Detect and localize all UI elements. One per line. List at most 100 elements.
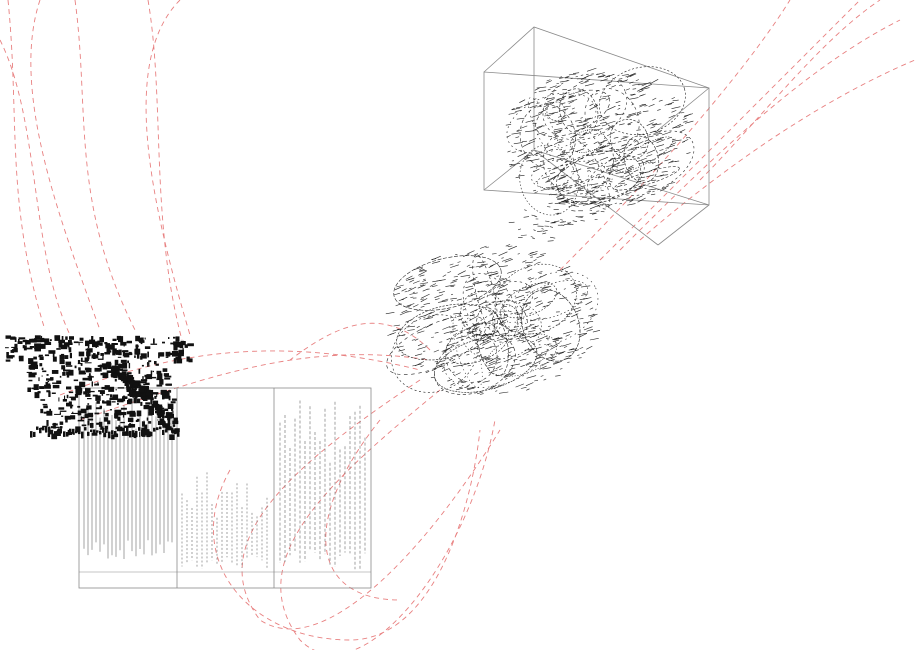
- center-form-stroke: [521, 340, 527, 343]
- raster-pixel: [34, 347, 41, 352]
- boxed-form-stroke: [642, 134, 645, 136]
- center-form-stroke: [504, 371, 514, 376]
- center-form-stroke: [579, 298, 588, 300]
- center-form-stroke: [589, 307, 594, 310]
- boxed-form-stroke: [598, 142, 603, 144]
- center-form-stroke: [511, 367, 516, 370]
- center-form-stroke: [417, 346, 426, 350]
- boxed-form-stroke: [552, 106, 559, 109]
- boxed-form-stroke: [635, 187, 642, 190]
- raster-pixel: [100, 353, 104, 356]
- center-form-stroke: [472, 282, 479, 285]
- raster-pixel: [58, 407, 65, 410]
- center-form-stroke: [459, 380, 465, 383]
- center-form-stroke: [479, 310, 483, 313]
- boxed-form-stroke: [601, 124, 608, 127]
- raster-pixel: [99, 364, 102, 370]
- center-form-stroke: [535, 346, 542, 350]
- boxed-form-stroke: [519, 99, 526, 103]
- raster-pixel: [55, 426, 60, 429]
- center-form-stroke: [401, 354, 405, 356]
- fragment-stroke: [559, 221, 565, 223]
- raster-pixel: [106, 347, 111, 353]
- center-form-stroke: [500, 283, 508, 289]
- fragment-stroke: [532, 237, 535, 240]
- boxed-form-stroke: [544, 114, 552, 117]
- raster-pixel: [68, 391, 74, 394]
- boxed-form-stroke: [605, 97, 610, 101]
- center-form-stroke: [498, 251, 508, 256]
- center-form-stroke: [426, 315, 432, 319]
- raster-pixel: [116, 403, 119, 405]
- center-form-stroke: [508, 329, 516, 332]
- raster-pixel: [120, 376, 124, 382]
- boxed-form-stroke: [672, 99, 679, 102]
- boxed-form-stroke: [515, 110, 522, 112]
- center-form-stroke: [472, 326, 480, 331]
- boxed-form-stroke: [622, 160, 626, 164]
- center-form-stroke: [555, 375, 561, 377]
- center-form-stroke: [563, 346, 568, 348]
- center-form-stroke: [577, 354, 580, 356]
- center-form-stroke: [504, 378, 508, 380]
- center-form-stroke: [495, 358, 501, 362]
- raster-pixel: [175, 356, 182, 360]
- center-form-stroke: [420, 298, 424, 300]
- raster-pixel: [180, 340, 185, 344]
- raster-pixel: [169, 414, 174, 419]
- center-form-stroke: [419, 274, 425, 277]
- center-form-stroke: [456, 335, 466, 339]
- center-form-stroke: [462, 305, 466, 308]
- raster-pixel: [42, 425, 48, 427]
- center-form-stroke: [475, 265, 485, 268]
- center-form-stroke: [526, 388, 530, 391]
- boxed-form-stroke: [568, 95, 577, 99]
- boxed-form-stroke: [605, 203, 613, 208]
- center-form-stroke: [492, 317, 501, 321]
- boxed-form-stroke: [597, 176, 604, 179]
- center-form-stroke: [459, 303, 464, 305]
- fragment-stroke: [550, 236, 556, 239]
- boxed-form-stroke: [554, 175, 558, 178]
- boxed-form-stroke: [615, 171, 624, 174]
- raster-pixel: [99, 391, 105, 394]
- raster-pixel: [128, 379, 131, 384]
- raster-pixel: [68, 343, 70, 350]
- boxed-form-stroke: [637, 178, 641, 181]
- raster-pixel: [145, 402, 151, 405]
- boxed-form-stroke: [515, 176, 520, 179]
- raster-pixel: [121, 350, 129, 353]
- dashed-path: [699, 0, 881, 181]
- center-form-stroke: [510, 363, 520, 366]
- center-form-stroke: [485, 346, 492, 350]
- raster-pixel: [87, 344, 90, 349]
- raster-pixel: [160, 413, 164, 417]
- raster-pixel: [34, 343, 41, 350]
- center-form-stroke: [535, 302, 544, 307]
- boxed-form-stroke: [557, 121, 564, 123]
- center-form-stroke: [536, 254, 545, 259]
- center-form-stroke: [545, 337, 550, 339]
- center-form-stroke: [516, 317, 523, 321]
- center-form-stroke: [542, 305, 546, 308]
- center-form-stroke: [496, 275, 500, 277]
- raster-pixel: [123, 431, 126, 435]
- raster-pixel: [145, 389, 151, 396]
- boxed-form-stroke: [686, 152, 691, 154]
- boxed-form-stroke: [556, 185, 560, 187]
- raster-pixel: [120, 359, 127, 363]
- boxed-form-stroke: [543, 103, 551, 108]
- boxed-form-stroke: [671, 106, 681, 109]
- boxed-form-stroke: [568, 73, 577, 76]
- center-form-stroke: [552, 339, 560, 342]
- boxed-form-stroke: [684, 120, 694, 124]
- raster-pixel: [112, 394, 119, 401]
- boxed-form-stroke: [654, 130, 659, 133]
- raster-pixel: [94, 367, 100, 372]
- center-form-stroke: [452, 278, 458, 282]
- boxed-form-stroke: [597, 149, 604, 152]
- center-form-stroke: [529, 364, 538, 368]
- boxed-form-stroke: [559, 102, 566, 105]
- center-form-stroke: [441, 298, 449, 302]
- raster-pixel: [123, 395, 126, 402]
